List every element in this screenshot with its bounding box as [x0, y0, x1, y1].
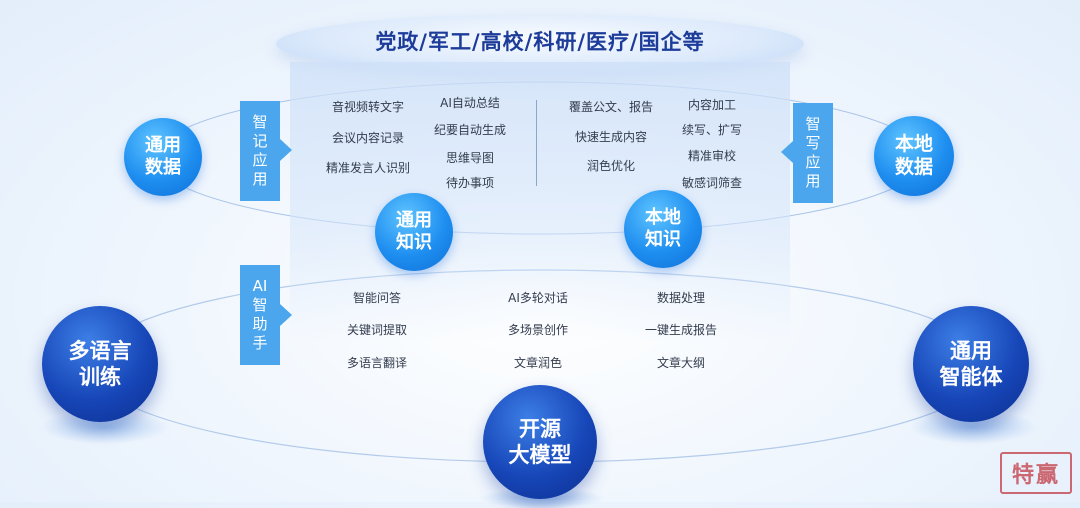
tag-char: 写 [805, 134, 821, 152]
node-label: 通用 [145, 135, 181, 156]
write-item: 精准审校 [687, 149, 737, 163]
ai-item: 一键生成报告 [644, 323, 718, 337]
watermark-seal: 特赢 [1000, 452, 1072, 494]
local-knowledge-node: 本地 知识 [624, 190, 702, 268]
tag-char: 手 [252, 334, 268, 352]
write-item: 覆盖公文、报告 [568, 100, 654, 114]
ai-item: 文章润色 [513, 356, 563, 370]
node-label: 本地 [894, 133, 933, 155]
tag-char: 用 [252, 170, 268, 188]
node-label: 训练 [79, 365, 121, 389]
node-label: 大模型 [508, 443, 572, 467]
arrow-right-icon [280, 139, 292, 161]
write-item: 快速生成内容 [574, 130, 648, 144]
tag-char: 应 [252, 151, 268, 169]
node-label: 数据 [894, 156, 933, 178]
page-title: 党政/军工/高校/科研/医疗/国企等 [375, 30, 705, 54]
node-label: 本地 [645, 207, 681, 228]
record-item: 思维导图 [445, 151, 495, 165]
write-item: 润色优化 [586, 159, 636, 173]
record-item: 精准发言人识别 [325, 161, 411, 175]
ai-item: AI多轮对话 [508, 291, 568, 305]
smart-write-tag: 智 写 应 用 [793, 103, 833, 203]
node-label: 通用 [396, 210, 432, 231]
ai-item: 智能问答 [352, 291, 402, 305]
tag-char: 智 [252, 113, 268, 131]
node-label: 智能体 [939, 365, 1003, 389]
ai-item: 数据处理 [656, 291, 706, 305]
column-divider [536, 100, 537, 186]
smart-record-tag: 智 记 应 用 [240, 101, 280, 201]
tag-char: 智 [805, 115, 821, 133]
write-item: 敏感词筛查 [681, 176, 743, 190]
ai-item: 多语言翻译 [346, 356, 408, 370]
record-item: 会议内容记录 [331, 131, 405, 145]
tag-char: 记 [252, 132, 268, 150]
ai-item: 文章大纲 [656, 356, 706, 370]
record-item: 待办事项 [445, 176, 495, 190]
record-item: 音视频转文字 [331, 100, 405, 114]
general-knowledge-node: 通用 知识 [375, 193, 453, 271]
node-label: 知识 [396, 232, 432, 253]
record-item: 纪要自动生成 [433, 123, 507, 137]
node-label: 知识 [645, 229, 681, 250]
tag-char: 助 [252, 315, 268, 333]
write-item: 续写、扩写 [681, 123, 743, 137]
node-label: 数据 [145, 157, 181, 178]
ai-item: 多场景创作 [507, 323, 569, 337]
node-label: 开源 [519, 417, 561, 441]
tag-char: 智 [252, 296, 268, 314]
ai-assistant-tag: AI 智 助 手 [240, 265, 280, 365]
tag-char: 用 [805, 172, 821, 190]
tag-char: 应 [805, 153, 821, 171]
write-item: 内容加工 [687, 98, 737, 112]
multilingual-training-node: 多语言 训练 [42, 306, 158, 422]
node-label: 通用 [950, 339, 992, 363]
general-data-node: 通用 数据 [124, 118, 202, 196]
open-source-model-node: 开源 大模型 [483, 385, 597, 499]
ai-item: 关键词提取 [346, 323, 408, 337]
record-item: AI自动总结 [440, 96, 500, 110]
node-label: 多语言 [68, 339, 132, 363]
arrow-right-icon [280, 304, 292, 326]
central-column [290, 62, 790, 342]
arrow-left-icon [781, 141, 793, 163]
tag-char: AI [252, 277, 268, 295]
local-data-node: 本地 数据 [874, 116, 954, 196]
general-agent-node: 通用 智能体 [913, 306, 1029, 422]
